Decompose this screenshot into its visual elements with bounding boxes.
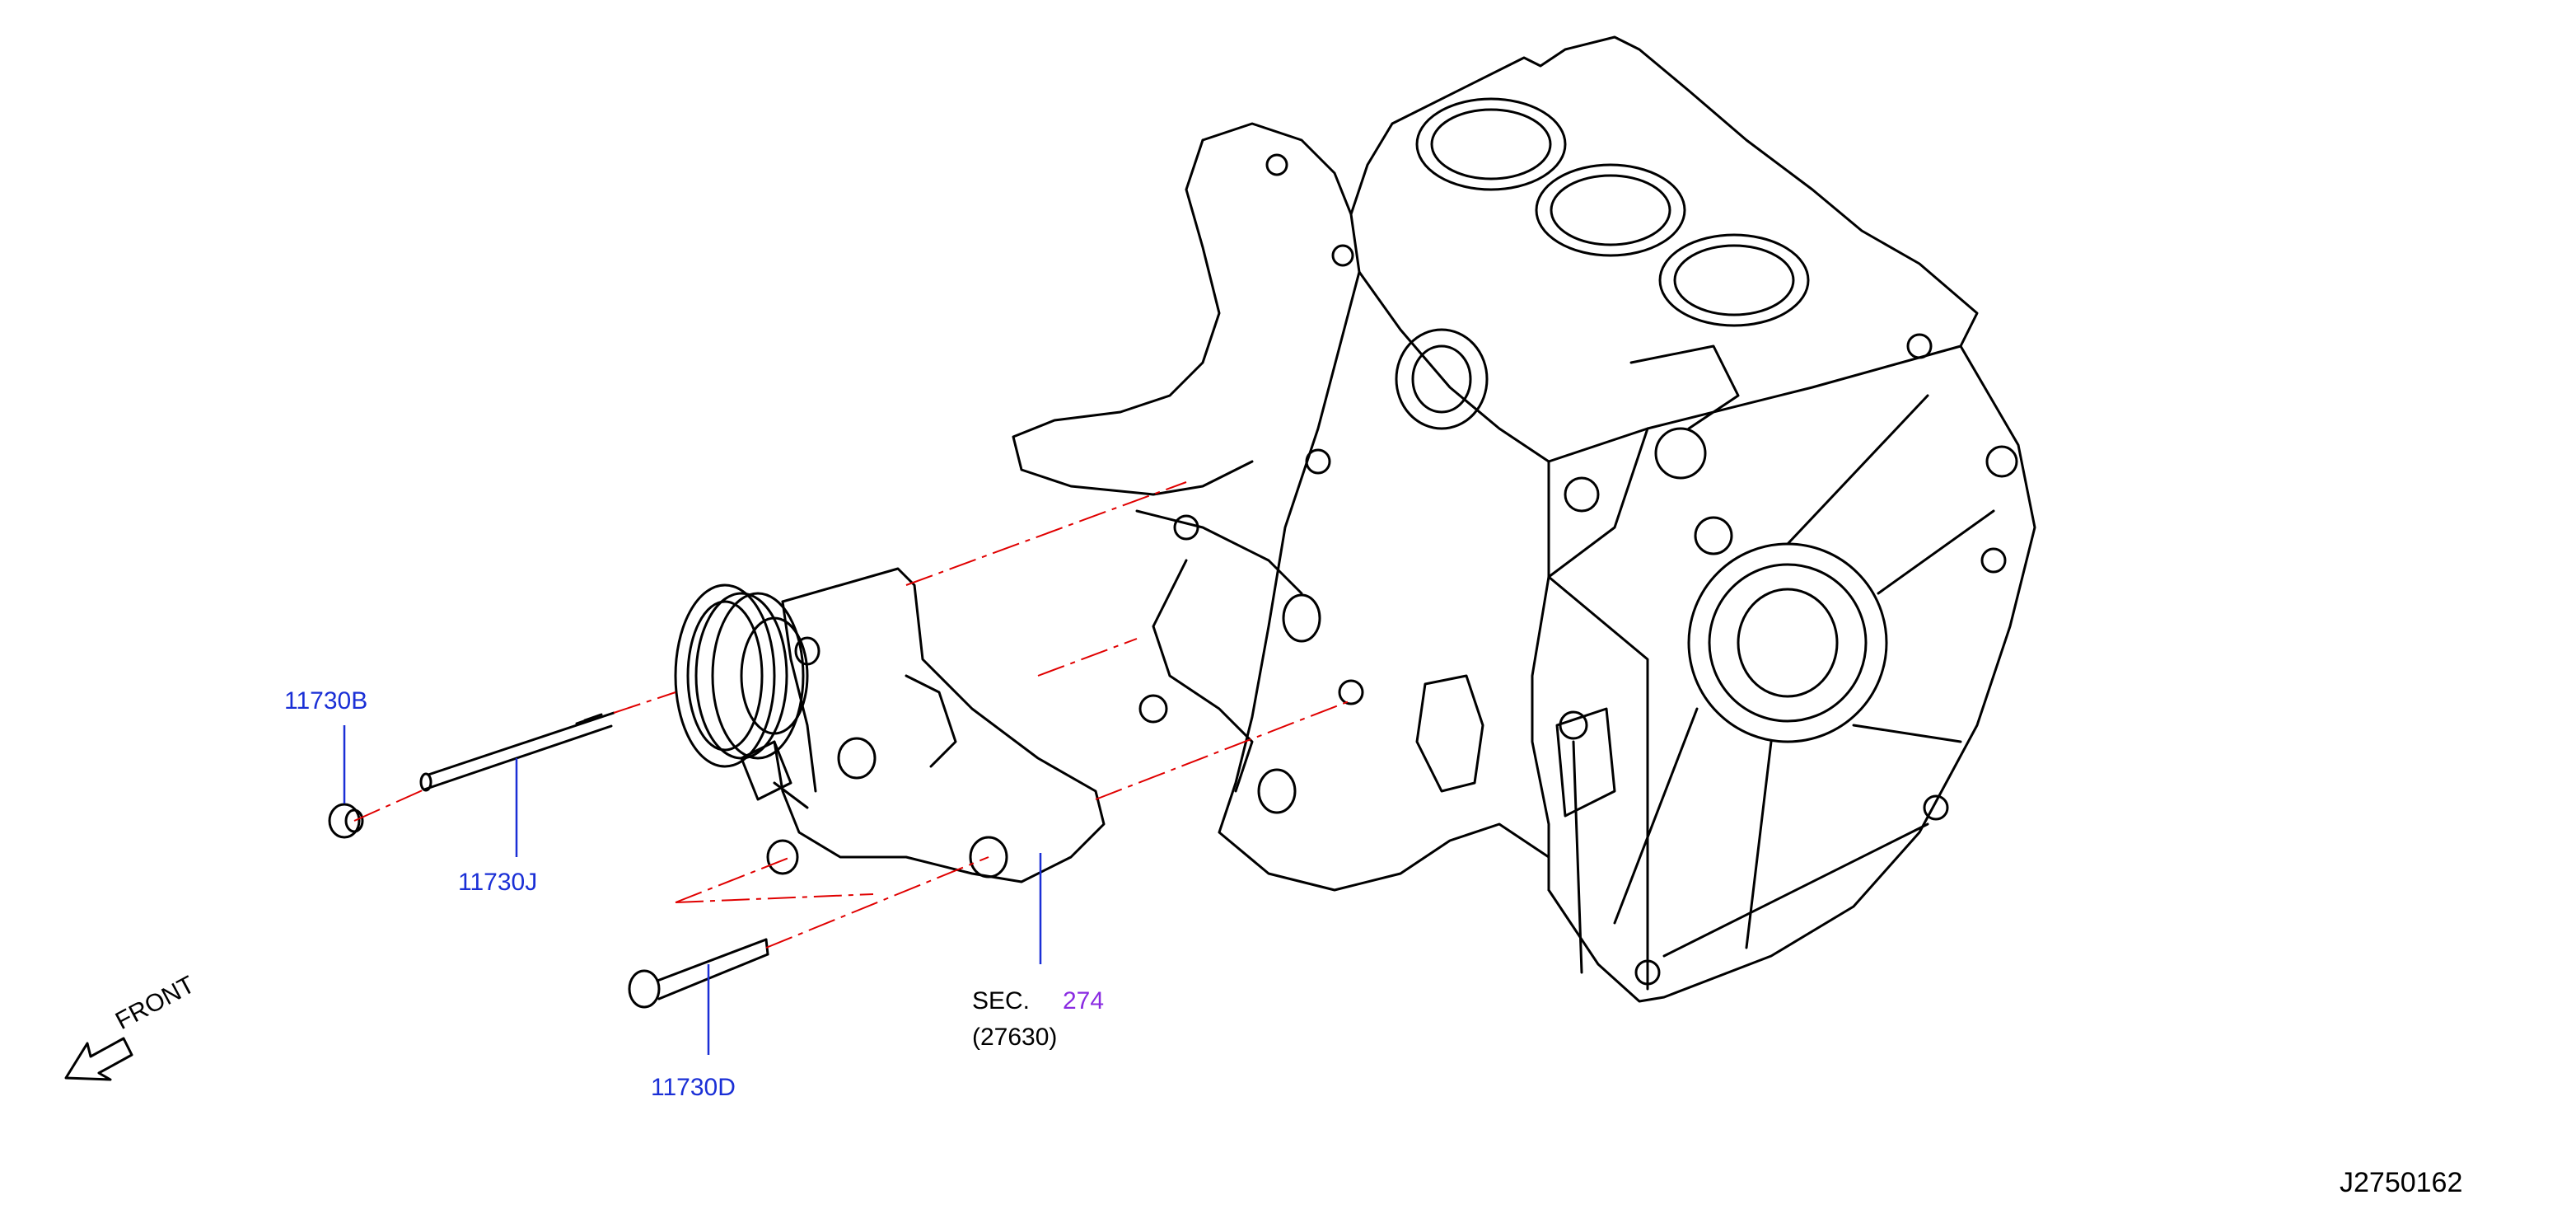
section-part-number: (27630) xyxy=(972,1024,1058,1051)
engine-block xyxy=(1012,35,2036,1003)
callout-11730b[interactable]: 11730B xyxy=(284,687,368,715)
diagram-id: J2750162 xyxy=(2340,1167,2463,1198)
bolt-11730j xyxy=(419,711,615,792)
front-arrow-icon xyxy=(64,1037,133,1081)
callout-11730d[interactable]: 11730D xyxy=(651,1074,736,1101)
ac-compressor xyxy=(674,567,1106,883)
callout-leaders xyxy=(343,725,1042,1055)
nut-11730b xyxy=(328,803,364,839)
bolt-11730d xyxy=(628,938,769,1009)
assembly-centerlines xyxy=(353,481,1352,949)
callout-11730j[interactable]: 11730J xyxy=(458,869,538,896)
section-prefix: SEC. xyxy=(972,987,1031,1014)
section-link-274[interactable]: 274 xyxy=(1063,987,1105,1014)
